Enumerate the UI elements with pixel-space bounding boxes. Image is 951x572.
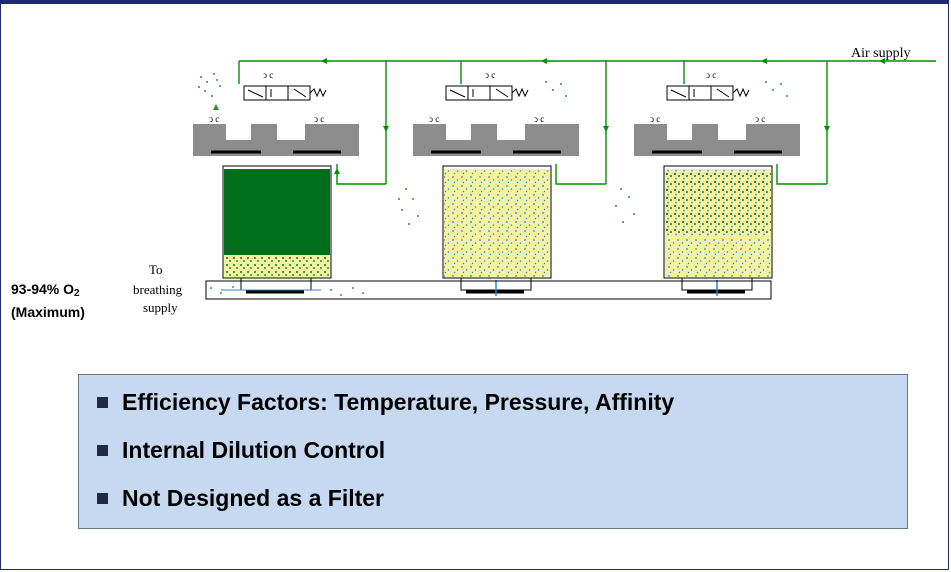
air-supply-pipe bbox=[238, 60, 936, 185]
svg-text:ↄ c: ↄ c bbox=[755, 114, 765, 124]
bullet-item: Not Designed as a Filter bbox=[97, 485, 384, 512]
svg-text:ↄ c: ↄ c bbox=[263, 70, 273, 80]
bullet-item: Internal Dilution Control bbox=[97, 437, 385, 464]
breathing-label: breathing bbox=[133, 282, 183, 297]
breathing-supply-label: To breathing supply bbox=[133, 262, 183, 315]
sieve-unit-2: ↄ c ↄ c ↄ c bbox=[398, 70, 579, 296]
supply-label: supply bbox=[143, 300, 178, 315]
bullet-panel: Efficiency Factors: Temperature, Pressur… bbox=[78, 374, 908, 529]
bullet-square-icon bbox=[97, 397, 108, 408]
regenerating-zone-2 bbox=[444, 169, 550, 277]
oxygen-concentrator-diagram: Air supply ↄ c ↄ c ↄ c ↄ c bbox=[133, 46, 936, 315]
svg-text:ↄ c: ↄ c bbox=[534, 114, 544, 124]
bullet-text: Internal Dilution Control bbox=[122, 437, 386, 463]
svg-text:ↄ c: ↄ c bbox=[485, 70, 495, 80]
bullet-text: Efficiency Factors: Temperature, Pressur… bbox=[122, 389, 675, 415]
oxygen-output-spray bbox=[210, 286, 364, 296]
svg-text:ↄ c: ↄ c bbox=[209, 114, 219, 124]
adsorbing-zone-3 bbox=[665, 169, 771, 237]
svg-text:ↄ c: ↄ c bbox=[314, 114, 324, 124]
oxygen-qualifier: (Maximum) bbox=[11, 304, 85, 320]
oxygen-output-label: 93-94% O2 (Maximum) bbox=[11, 280, 85, 321]
product-manifold bbox=[205, 280, 772, 300]
solenoid-valve-1: ↄ c bbox=[243, 70, 327, 101]
saturated-zone-1 bbox=[224, 169, 330, 255]
air-supply-label: Air supply bbox=[851, 46, 911, 61]
sieve-unit-3: ↄ c ↄ c ↄ c bbox=[615, 70, 800, 296]
bullet-square-icon bbox=[97, 493, 108, 504]
exhaust-spray-2 bbox=[398, 81, 567, 225]
to-label: To bbox=[149, 262, 163, 277]
oxygen-percent: 93-94% O2 bbox=[11, 281, 80, 299]
sieve-unit-1: ↄ c ↄ c ↄ c bbox=[193, 70, 359, 294]
bullet-square-icon bbox=[97, 445, 108, 456]
exhaust-spray-1 bbox=[198, 73, 221, 97]
solenoid-valve-3: ↄ c bbox=[666, 70, 750, 101]
exhaust-spray-3 bbox=[615, 81, 788, 223]
solenoid-valve-2: ↄ c bbox=[445, 70, 529, 101]
svg-text:ↄ c: ↄ c bbox=[706, 70, 716, 80]
flow-arrows bbox=[321, 58, 885, 174]
svg-text:ↄ c: ↄ c bbox=[650, 114, 660, 124]
svg-text:ↄ c: ↄ c bbox=[429, 114, 439, 124]
bullet-text: Not Designed as a Filter bbox=[122, 485, 385, 511]
bullet-item: Efficiency Factors: Temperature, Pressur… bbox=[97, 389, 674, 416]
